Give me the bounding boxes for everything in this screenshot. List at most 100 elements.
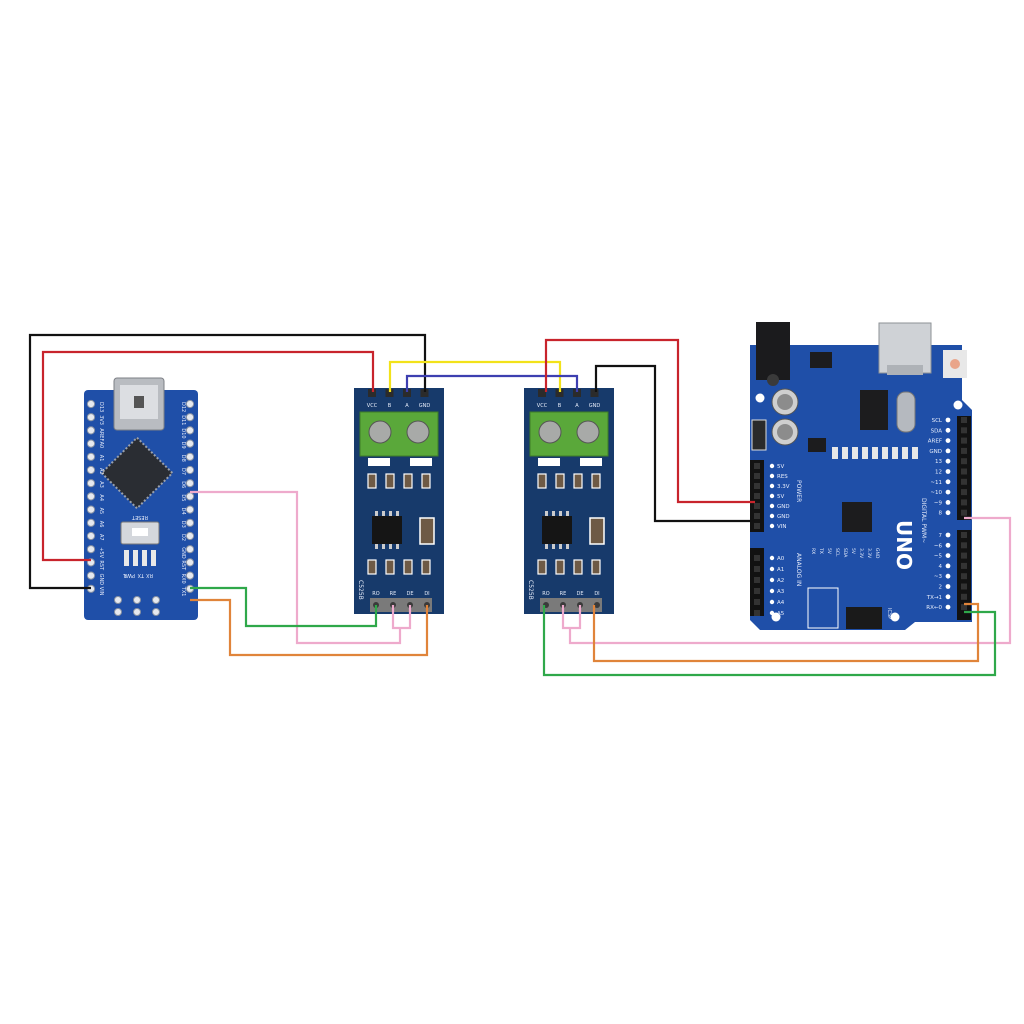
nano-pin-a1[interactable] (86, 452, 96, 461)
nano-pin-rx0[interactable] (185, 571, 195, 580)
uno-digital-pin[interactable] (961, 427, 967, 434)
nano-pin-d5[interactable] (185, 492, 195, 501)
nano-pin-label: +5V (98, 547, 104, 558)
nano-pin-d8[interactable] (185, 452, 195, 461)
wires (28, 333, 1012, 677)
capacitor-c3 (419, 517, 435, 545)
uno-analog-pin-a4[interactable] (754, 599, 760, 605)
nano-pin-gnd[interactable] (185, 545, 195, 554)
uno-digital-pin[interactable] (961, 458, 967, 465)
nano-pin-rst[interactable] (185, 558, 195, 567)
uno-power-pin-gnd[interactable] (754, 513, 760, 519)
uno-digital-pin[interactable] (961, 478, 967, 485)
nano-pin-gnd[interactable] (86, 571, 96, 580)
nano-pin-d9[interactable] (185, 439, 195, 448)
uno-analog-pin-a5[interactable] (754, 610, 760, 616)
nano-pin-+5v[interactable] (86, 545, 96, 554)
nano-pin-label: 3V3 (98, 415, 104, 425)
nano-pin-d13[interactable] (86, 399, 96, 409)
uno-power-pin-3.3v[interactable] (754, 483, 760, 489)
smd-resistor (537, 473, 547, 489)
uno-pcb (750, 345, 972, 630)
nano-pin-a0[interactable] (86, 439, 96, 448)
nano-pin-a2[interactable] (86, 465, 96, 475)
uno-digital-pin[interactable] (961, 532, 967, 538)
wire-red-module2-vcc-to-uno-5v (544, 338, 755, 504)
uno-analog-pin-a0[interactable] (754, 555, 760, 561)
wire-green-nano-rx-to-module1-ro (190, 586, 378, 628)
nano-pin-aref[interactable] (86, 426, 96, 435)
pin-b[interactable] (555, 389, 564, 397)
uno-power-pin-5v[interactable] (754, 463, 760, 469)
smd-resistor (862, 447, 868, 459)
uno-power-pin-vin[interactable] (754, 523, 760, 529)
uno-digital-pin[interactable] (961, 437, 967, 444)
uno-digital-pin[interactable] (961, 417, 967, 423)
pin-a[interactable] (403, 389, 411, 397)
uno-digital-pin[interactable] (961, 542, 967, 549)
smd-resistor (912, 447, 918, 459)
pin-pad (945, 458, 951, 464)
nano-pin-a3[interactable] (86, 479, 96, 488)
pin-vcc[interactable] (368, 389, 376, 397)
pin-a[interactable] (573, 389, 581, 397)
pin-gnd[interactable] (420, 389, 429, 397)
chip-leg (382, 544, 385, 549)
usb-b-connector[interactable] (878, 322, 932, 374)
pin-pad (945, 500, 951, 505)
nano-pin-label: RX0 (180, 574, 186, 584)
uno-digital-pin[interactable] (961, 562, 967, 569)
pin-label-re: RE (560, 591, 567, 597)
nano-pin-d4[interactable] (185, 505, 195, 514)
nano-pin-label: D2 (180, 534, 186, 541)
chip-leg (552, 544, 555, 549)
reset-label: RESET (131, 514, 148, 520)
nano-pin-d7[interactable] (185, 465, 195, 475)
pin-di[interactable] (594, 602, 600, 608)
uno-digital-pin[interactable] (961, 552, 967, 559)
pin-pad (769, 513, 775, 519)
nano-pin-a5[interactable] (86, 505, 96, 514)
uno-digital-pin-label: ~10 (930, 490, 942, 496)
smd-resistor (367, 559, 377, 575)
uno-digital-pin[interactable] (961, 573, 967, 580)
uno-digital-pin[interactable] (961, 489, 967, 496)
nano-pin-d6[interactable] (185, 479, 195, 488)
wire-pink-module2-re-de-bridge (561, 605, 582, 630)
uno-digital-pin[interactable] (961, 447, 967, 454)
uno-digital-pin[interactable] (961, 499, 967, 506)
nano-pin-d2[interactable] (185, 531, 195, 541)
uno-digital-pin[interactable] (961, 509, 967, 516)
uno-digital-pin[interactable] (961, 583, 967, 590)
uno-analog-pin-a2[interactable] (754, 577, 760, 583)
uno-power-pin-label: 5V (777, 494, 784, 500)
nano-pin-a7[interactable] (86, 531, 96, 541)
nano-pin-d10[interactable] (185, 426, 195, 435)
nano-pin-d3[interactable] (185, 518, 195, 527)
pin-pad (945, 594, 951, 600)
uno-power-pin-5v[interactable] (754, 493, 760, 499)
pin-gnd[interactable] (590, 389, 599, 397)
uno-analog-pin-a3[interactable] (754, 588, 760, 594)
nano-pin-d11[interactable] (185, 413, 195, 422)
uno-digital-pin[interactable] (961, 593, 967, 600)
pin-label-b: B (558, 403, 562, 409)
nano-pin-d12[interactable] (185, 399, 195, 409)
uno-analog-pin-label: A5 (777, 611, 785, 617)
uno-power-pin-res[interactable] (754, 473, 760, 479)
nano-pin-a6[interactable] (86, 518, 96, 527)
uno-digital-pin[interactable] (961, 604, 967, 611)
pin-vcc[interactable] (538, 389, 546, 397)
nano-pin-3v3[interactable] (86, 413, 96, 422)
pin-pad (769, 503, 775, 509)
uno-analog-pin-a1[interactable] (754, 566, 760, 572)
uno-analog-pin-label: A1 (777, 567, 784, 573)
pin-b[interactable] (385, 389, 394, 397)
pin-pad (945, 553, 951, 558)
pin-label-de: DE (576, 591, 583, 597)
uno-digital-pin[interactable] (961, 468, 967, 475)
uno-power-pin-gnd[interactable] (754, 503, 760, 509)
nano-pin-a4[interactable] (86, 492, 96, 501)
pin-pad (945, 584, 951, 589)
